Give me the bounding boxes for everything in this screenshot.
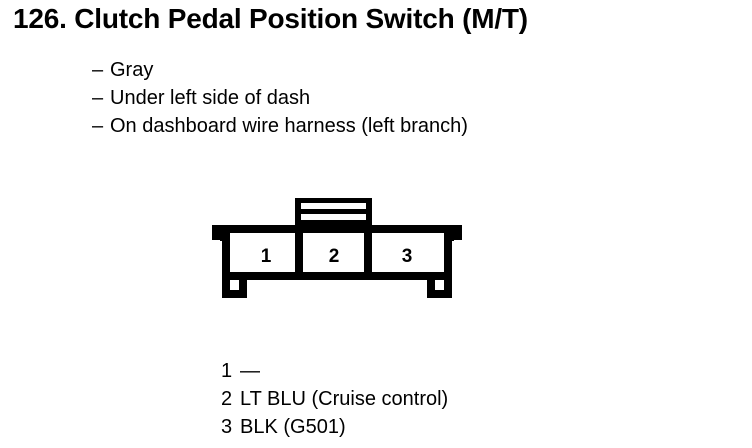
connector-cavity-1-number: 1 bbox=[261, 246, 272, 267]
page-title: 126. Clutch Pedal Position Switch (M/T) bbox=[13, 3, 528, 34]
pin-legend-label: — bbox=[240, 360, 260, 382]
description-item-label: Under left side of dash bbox=[110, 87, 311, 109]
pin-legend-number: 3 bbox=[221, 416, 233, 438]
pin-legend-row: 3 BLK (G501) bbox=[221, 413, 448, 441]
description-item: – Under left side of dash bbox=[92, 84, 468, 112]
description-item: – Gray bbox=[92, 56, 468, 84]
description-list: – Gray – Under left side of dash – On da… bbox=[92, 56, 468, 140]
dash-bullet-icon: – bbox=[92, 59, 104, 81]
pin-legend-label: LT BLU (Cruise control) bbox=[240, 388, 449, 410]
description-item: – On dashboard wire harness (left branch… bbox=[92, 112, 468, 140]
tab-slot bbox=[301, 214, 366, 220]
description-item-label: Gray bbox=[110, 59, 154, 81]
tab-slot bbox=[301, 203, 366, 209]
dash-bullet-icon: – bbox=[92, 87, 104, 109]
pin-legend-number: 2 bbox=[221, 388, 233, 410]
pin-legend-row: 1 — bbox=[221, 357, 448, 385]
cavity-divider bbox=[295, 225, 303, 280]
pin-legend: 1 — 2 LT BLU (Cruise control) 3 BLK (G50… bbox=[221, 357, 448, 441]
connector-shell-outline bbox=[212, 198, 462, 298]
pin-legend-row: 2 LT BLU (Cruise control) bbox=[221, 385, 448, 413]
pin-legend-number: 1 bbox=[221, 360, 233, 382]
connector-diagram: 1 2 3 bbox=[205, 190, 475, 310]
pin-legend-label: BLK (G501) bbox=[240, 416, 346, 438]
dash-bullet-icon: – bbox=[92, 115, 104, 137]
connector-cavity-3-number: 3 bbox=[402, 246, 413, 267]
description-item-label: On dashboard wire harness (left branch) bbox=[110, 115, 468, 137]
connector-cavity-2-number: 2 bbox=[329, 246, 340, 267]
cavity-divider bbox=[364, 225, 372, 280]
